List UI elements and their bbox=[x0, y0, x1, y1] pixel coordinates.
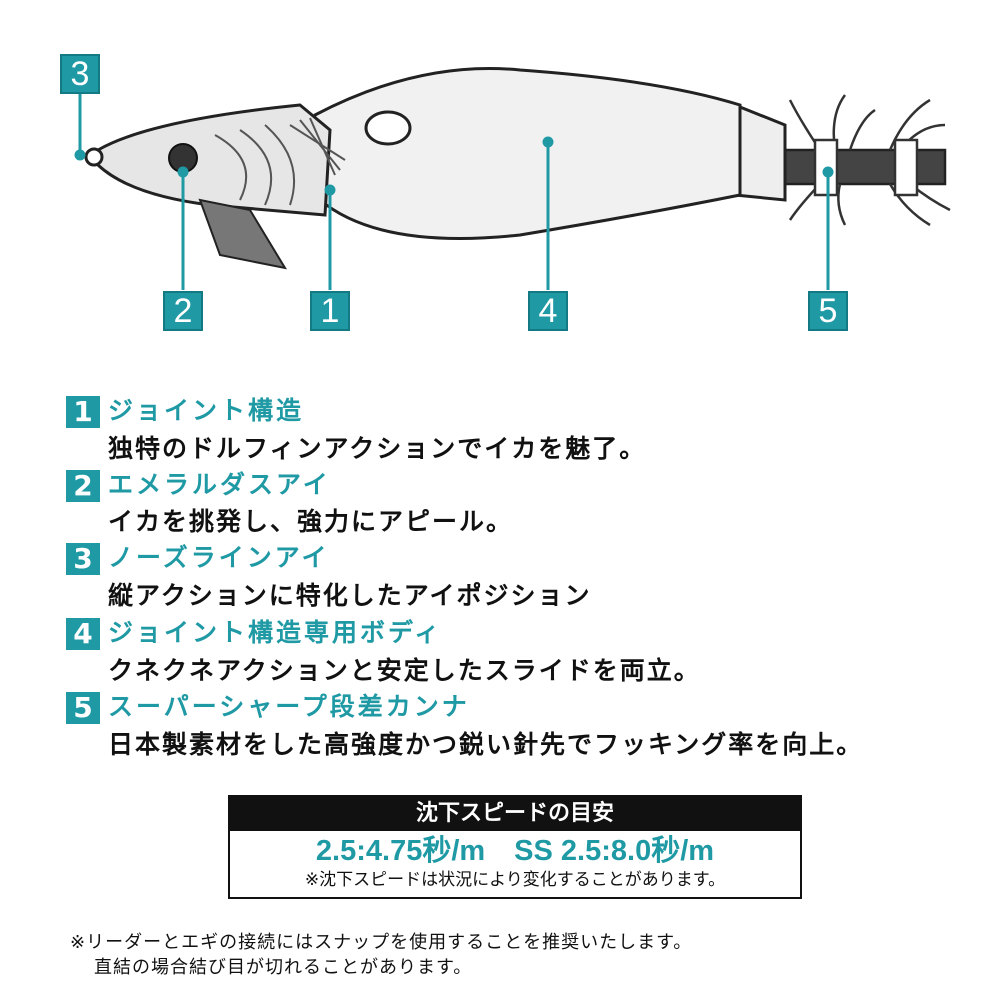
feature-description: クネクネアクションと安定したスライドを両立。 bbox=[108, 656, 701, 685]
sink-speed-box: 沈下スピードの目安 2.5:4.75秒/m SS 2.5:8.0秒/m ※沈下ス… bbox=[228, 795, 802, 899]
feature-number: 2 bbox=[66, 470, 100, 502]
callout-1: 1 bbox=[310, 291, 350, 331]
feature-description: 縦アクションに特化したアイポジション bbox=[108, 581, 592, 610]
sink-speed-note: ※沈下スピードは状況により変化することがあります。 bbox=[304, 870, 726, 890]
callout-5: 5 bbox=[808, 291, 848, 331]
callout-4: 4 bbox=[528, 291, 568, 331]
feature-description: 独特のドルフィンアクションでイカを魅了。 bbox=[108, 434, 647, 463]
feature-number: 1 bbox=[66, 396, 100, 428]
callout-3: 3 bbox=[60, 54, 100, 94]
feature-description: イカを挑発し、強力にアピール。 bbox=[108, 507, 514, 536]
feature-number: 4 bbox=[66, 618, 100, 650]
tail-cap bbox=[733, 102, 787, 202]
head bbox=[96, 103, 332, 217]
line-eye bbox=[84, 147, 104, 167]
sinker-fin bbox=[198, 198, 288, 270]
hook-cluster bbox=[783, 94, 951, 227]
feature-number: 3 bbox=[66, 543, 100, 575]
feature-number: 5 bbox=[66, 692, 100, 724]
footnote-line-1: ※リーダーとエギの接続にはスナップを使用することを推奨いたします。 bbox=[70, 932, 693, 953]
egi-lure-illustration bbox=[74, 66, 951, 290]
feature-title: ジョイント構造 bbox=[108, 396, 305, 425]
feature-title: ノーズラインアイ bbox=[108, 543, 330, 572]
feature-title: ジョイント構造専用ボディ bbox=[108, 618, 443, 647]
body bbox=[307, 66, 742, 240]
callout-2: 2 bbox=[163, 291, 203, 331]
feature-description: 日本製素材をした高強度かつ鋭い針先でフッキング率を向上。 bbox=[108, 730, 864, 759]
sink-speed-values: 2.5:4.75秒/m SS 2.5:8.0秒/m bbox=[315, 835, 715, 867]
feature-title: エメラルダスアイ bbox=[108, 470, 331, 499]
footnote-line-2: 直結の場合結び目が切れることがあります。 bbox=[94, 957, 473, 978]
sink-speed-title: 沈下スピードの目安 bbox=[230, 797, 800, 831]
feature-title: スーパーシャープ段差カンナ bbox=[108, 692, 470, 721]
